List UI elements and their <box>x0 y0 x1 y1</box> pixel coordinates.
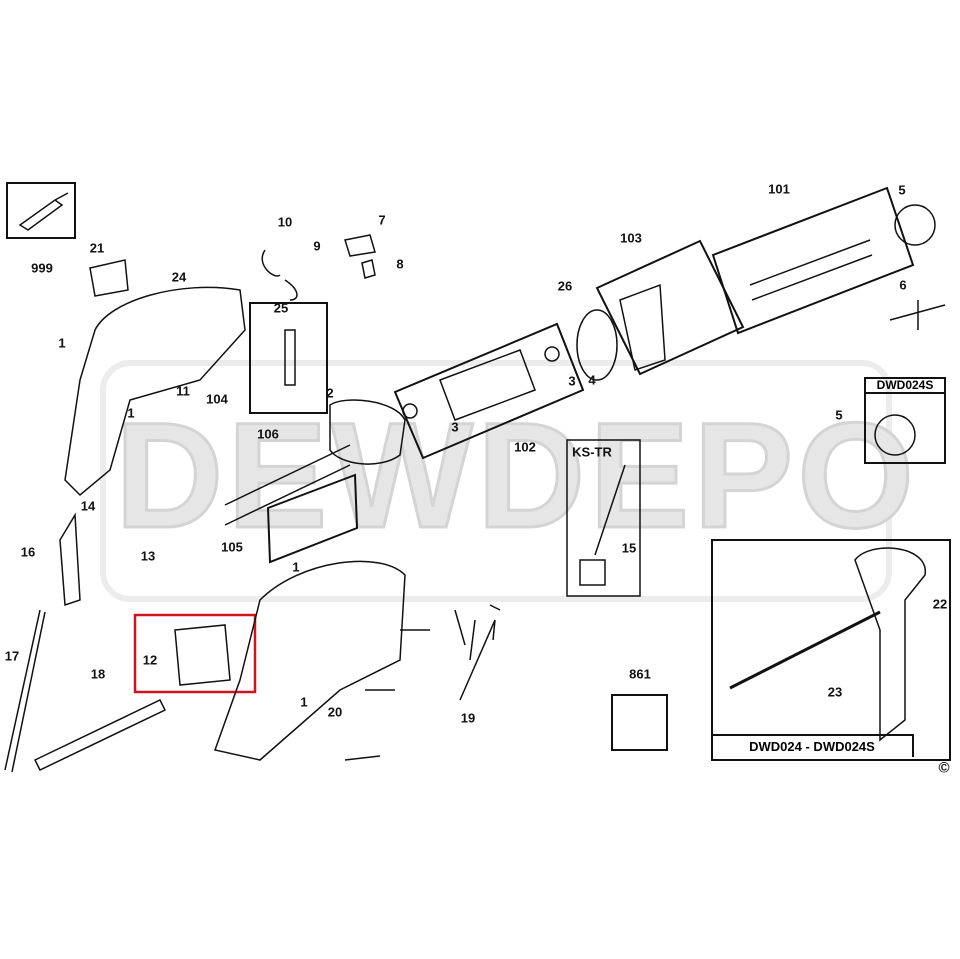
part-label-1: 1 <box>58 335 66 351</box>
screws-19 <box>344 604 501 761</box>
case-861 <box>611 694 668 751</box>
part-label-1: 1 <box>300 694 308 710</box>
kit-ks-tr-parts <box>579 464 626 586</box>
side-handle-22 <box>854 547 926 742</box>
part-label-105: 105 <box>221 539 243 555</box>
part-10-shape <box>261 249 298 301</box>
box-title-dwd024: DWD024 - DWD024S <box>712 734 914 757</box>
armature <box>439 349 536 421</box>
part-label-12: 12 <box>142 652 158 668</box>
keyless-chuck <box>874 414 916 456</box>
part-label-861: 861 <box>629 666 651 682</box>
watermark-frame <box>100 360 892 602</box>
part-label-8: 8 <box>396 256 404 272</box>
cord-protector-16 <box>59 512 81 607</box>
part-label-6: 6 <box>899 277 907 293</box>
part-label-1: 1 <box>292 559 300 575</box>
part-label-17: 17 <box>4 648 20 664</box>
field-stator <box>329 399 406 465</box>
part-label-5: 5 <box>835 407 843 423</box>
depth-rod-23 <box>729 610 881 690</box>
part-label-101: 101 <box>768 181 790 197</box>
part-label-106: 106 <box>257 426 279 442</box>
bearing-3b <box>544 346 560 362</box>
box-ks-tr <box>566 439 641 597</box>
label-part-21 <box>89 259 129 297</box>
part-label-1: 1 <box>127 405 135 421</box>
part-label-20: 20 <box>327 704 343 720</box>
part-8-shape <box>361 259 376 279</box>
part-label-4: 4 <box>588 372 596 388</box>
housing-left-half <box>64 286 246 497</box>
box-104 <box>249 302 328 414</box>
part-label-5: 5 <box>898 182 906 198</box>
box-dwd024s <box>864 377 946 464</box>
watermark: DEWDEPO <box>114 391 919 559</box>
bearing-3a <box>402 403 418 419</box>
part-label-14: 14 <box>80 498 96 514</box>
spindle-assembly <box>749 239 873 301</box>
part-label-7: 7 <box>378 212 386 228</box>
wires <box>224 444 351 526</box>
part-label-23: 23 <box>827 684 843 700</box>
part-label-11: 11 <box>176 383 190 399</box>
box-title-dwd024s: DWD024S <box>865 378 945 394</box>
chuck-key-6 <box>889 300 946 330</box>
box-102 <box>393 322 585 460</box>
part-label-3: 3 <box>451 419 459 435</box>
highlight-box-switch-12 <box>133 613 257 694</box>
box-side-handle <box>711 539 951 761</box>
part-label-102: 102 <box>514 439 536 455</box>
chuck-5 <box>894 204 936 246</box>
part-label-3: 3 <box>568 373 576 389</box>
part-label-104: 104 <box>206 391 228 407</box>
cord-17 <box>4 609 46 773</box>
housing-right-half <box>214 560 406 761</box>
wrench-18 <box>33 699 167 771</box>
part-label-25: 25 <box>273 300 289 316</box>
box-103 <box>595 239 745 376</box>
switch-12 <box>174 624 231 686</box>
part-7-shape <box>344 234 376 257</box>
part-label-26: 26 <box>557 278 573 294</box>
part-label-16: 16 <box>20 544 36 560</box>
part-label-2: 2 <box>326 385 334 401</box>
part-label-999: 999 <box>31 260 53 276</box>
brush-holder <box>284 329 296 386</box>
part-label-19: 19 <box>460 710 476 726</box>
part-label-13: 13 <box>140 548 156 564</box>
part-label-9: 9 <box>313 238 321 254</box>
part-label-15: 15 <box>621 540 637 556</box>
copyright-mark: © <box>938 759 950 777</box>
grease-tube-icon <box>18 192 69 231</box>
gear-plate <box>619 283 666 371</box>
part-label-18: 18 <box>90 666 106 682</box>
part-label-10: 10 <box>277 214 293 230</box>
part-label-22: 22 <box>932 596 948 612</box>
grease-box <box>6 182 76 239</box>
part-label-24: 24 <box>171 269 187 285</box>
box-105 <box>266 473 359 564</box>
part-label-103: 103 <box>620 230 642 246</box>
part-label-21: 21 <box>89 240 105 256</box>
o-ring-26 <box>576 309 618 381</box>
box-title-ks-tr: KS-TR <box>572 444 612 460</box>
box-101 <box>711 186 915 335</box>
